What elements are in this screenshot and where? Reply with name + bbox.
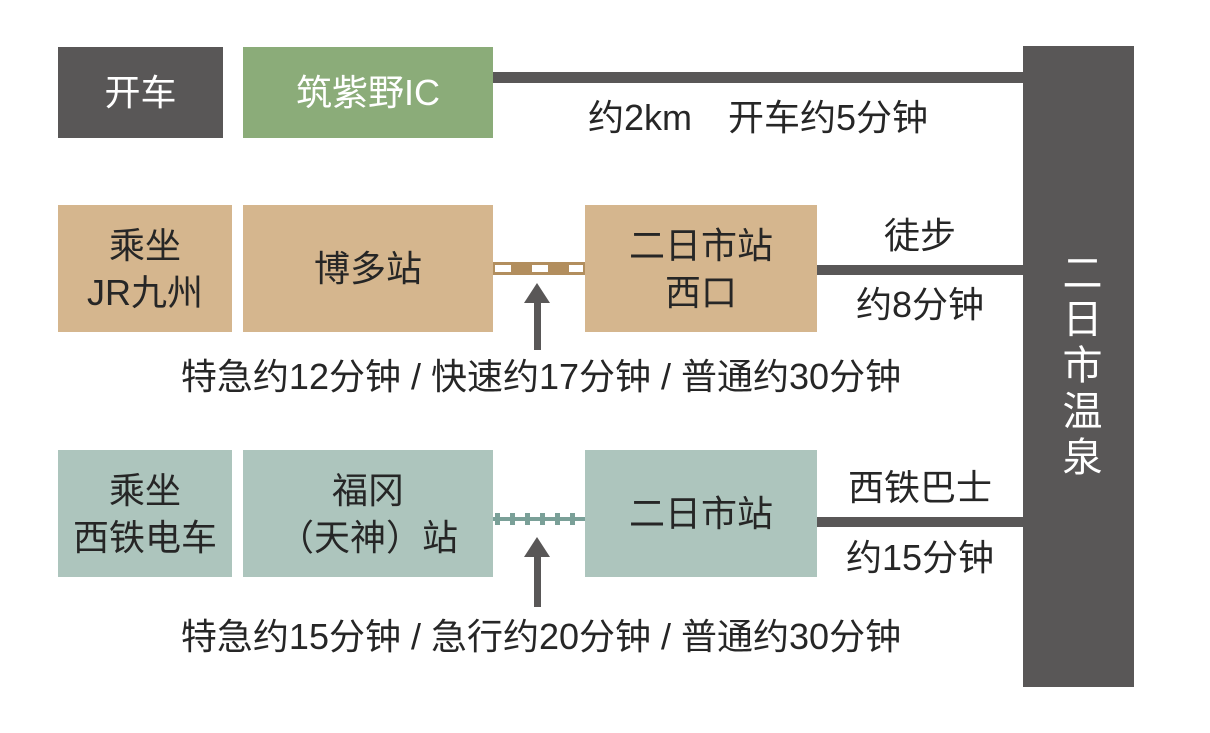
car-route-line [493,72,1023,83]
stop-futsukaichi-west-line2: 西口 [664,271,737,313]
nishitetsu-railway-line-icon [493,513,585,525]
method-box-jr: 乘坐 JR九州 [58,205,232,332]
stop-hakata-label: 博多站 [313,248,422,289]
nishitetsu-duration-note: 特急约15分钟 / 急行约20分钟 / 普通约30分钟 [180,616,902,657]
arrow-head [524,283,550,303]
arrow-head [524,537,550,557]
walk-note-top: 徒步 [883,215,956,256]
method-box-car: 开车 [58,47,223,138]
bus-note-top: 西铁巴士 [847,467,992,508]
nishitetsu-railway-rail [493,517,585,521]
method-box-nishitetsu: 乘坐 西铁电车 [58,450,232,577]
destination-label: 二日市温泉 [1056,251,1101,482]
arrow-stem [533,557,541,607]
jr-railway-line-icon [493,262,585,275]
destination-bar: 二日市温泉 [1023,46,1134,687]
method-nishitetsu-line1: 乘坐 [108,469,181,511]
method-nishitetsu-line2: 西铁电车 [72,516,217,558]
stop-fukuoka-tenjin-line1: 福冈 [331,469,404,511]
bus-note-bottom: 约15分钟 [845,537,995,578]
stop-fukuoka-tenjin-line2: （天神）站 [277,516,458,558]
car-route-note: 约2km 开车约5分钟 [587,97,929,138]
arrow-stem [533,303,541,350]
method-jr-line2: JR九州 [87,271,203,313]
stop-futsukaichi-label: 二日市站 [628,493,773,534]
method-car-label: 开车 [104,72,177,113]
walk-route-line [817,265,1023,275]
stop-futsukaichi-west-line1: 二日市站 [628,224,773,266]
stop-box-futsukaichi: 二日市站 [585,450,817,577]
stop-box-chikushino-ic: 筑紫野IC [243,47,493,138]
stop-box-futsukaichi-west: 二日市站 西口 [585,205,817,332]
arrow-up-icon-jr [523,283,551,350]
jr-duration-note: 特急约12分钟 / 快速约17分钟 / 普通约30分钟 [180,356,902,397]
stop-box-hakata: 博多站 [243,205,493,332]
arrow-up-icon-nishitetsu [523,537,551,607]
stop-chikushino-ic-label: 筑紫野IC [295,72,440,113]
walk-note-bottom: 约8分钟 [855,284,985,325]
stop-box-fukuoka-tenjin: 福冈 （天神）站 [243,450,493,577]
method-jr-line1: 乘坐 [108,224,181,266]
jr-railway-dashes [495,265,583,272]
bus-route-line [817,517,1023,527]
